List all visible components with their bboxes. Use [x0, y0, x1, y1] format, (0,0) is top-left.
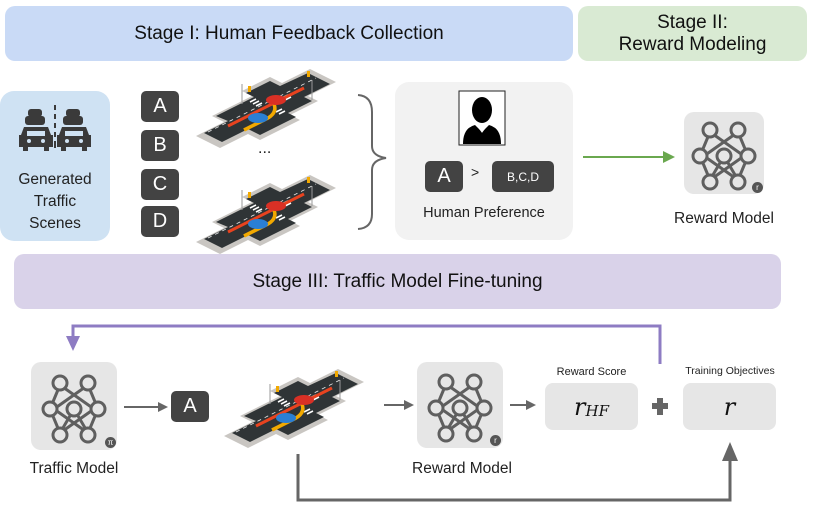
green-arrow-head — [663, 151, 675, 163]
generated-label-line1: Generated — [18, 171, 92, 188]
candidates-ellipsis: ... — [258, 140, 272, 157]
generated-label-line2: Traffic — [33, 193, 77, 210]
preferred-chip: A — [425, 161, 463, 192]
training-objectives-label: Training Objectives — [685, 365, 775, 377]
stage2-banner: Stage II:Reward Modeling — [578, 6, 807, 61]
intersection-scene-icon — [194, 67, 338, 150]
reward-score-subscript: HF — [585, 401, 609, 420]
others-chip: B,C,D — [492, 161, 554, 192]
generated-label-line3: Scenes — [29, 215, 81, 232]
reward-score-label: Reward Score — [556, 366, 627, 378]
purple-feedback-line — [71, 324, 662, 364]
neural-network-icon — [41, 374, 107, 444]
intersection-scene-icon — [222, 367, 366, 450]
traffic-model-badge: π — [105, 437, 116, 448]
reward-model-bottom-node: r — [417, 362, 503, 448]
neural-network-icon — [691, 121, 757, 191]
candidate-chip-d: D — [141, 206, 179, 237]
reward-score-symbol: r — [574, 392, 586, 421]
training-objectives-symbol: r — [723, 392, 736, 421]
reward-badge: r — [752, 182, 763, 193]
gray-bypass-line — [296, 454, 732, 502]
stage3-banner: Stage III: Traffic Model Fine-tuning — [14, 254, 781, 309]
gray-arrow-head — [722, 442, 738, 461]
plus-icon — [652, 398, 668, 415]
candidate-chip-c: C — [141, 169, 179, 200]
arrow-head — [158, 402, 168, 412]
group-brace — [357, 94, 387, 230]
reward-model-bottom-label: Reward Model — [412, 460, 512, 477]
arrow-head — [404, 400, 414, 410]
person-avatar-icon — [458, 90, 506, 146]
training-objectives-box: r — [683, 383, 776, 430]
candidate-chip-a: A — [141, 91, 179, 122]
arrow-head — [526, 400, 536, 410]
stage1-banner: Stage I: Human Feedback Collection — [5, 6, 573, 61]
traffic-model-node: π — [31, 362, 117, 450]
sample-chip-a: A — [171, 391, 209, 422]
reward-model-top-node: r — [684, 112, 764, 194]
neural-network-icon — [427, 373, 493, 443]
stage1-title: Stage I: Human Feedback Collection — [134, 22, 444, 44]
human-preference-card: A > B,C,D Human Preference — [395, 82, 573, 240]
traffic-cars-icon — [19, 105, 91, 151]
candidate-chip-b: B — [141, 130, 179, 161]
reward-model-top-label: Reward Model — [674, 210, 774, 227]
preference-operator: > — [471, 164, 480, 180]
traffic-model-label: Traffic Model — [29, 460, 119, 477]
stage3-title: Stage III: Traffic Model Fine-tuning — [252, 270, 543, 292]
stage2-title-line2: Reward Modeling — [618, 33, 767, 55]
purple-arrow-head — [66, 336, 80, 351]
reward-badge: r — [490, 435, 501, 446]
intersection-scene-icon — [194, 173, 338, 256]
stage2-title-line1: Stage II: — [657, 11, 728, 33]
human-preference-label: Human Preference — [423, 205, 545, 221]
generated-traffic-scenes-card: Generated Traffic Scenes — [0, 91, 110, 241]
